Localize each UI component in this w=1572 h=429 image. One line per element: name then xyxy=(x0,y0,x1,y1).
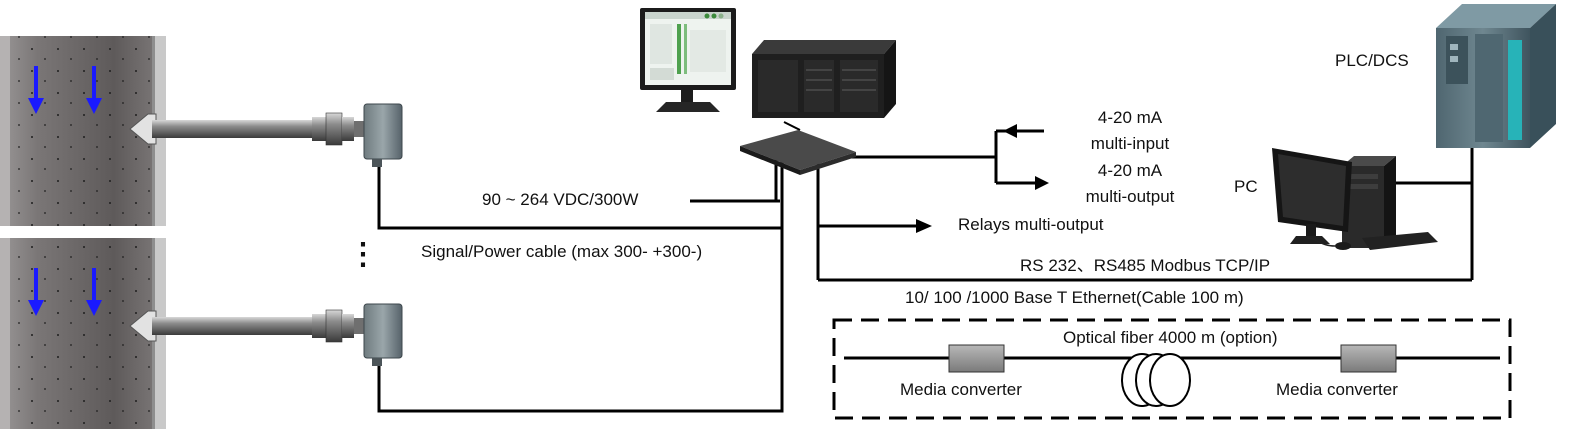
flow-arrow-icon xyxy=(28,66,44,114)
flow-arrow-icon xyxy=(28,268,44,316)
analog-input-label-2: multi-input xyxy=(1090,134,1170,153)
relays-label: Relays multi-output xyxy=(958,215,1104,234)
plc-label: PLC/DCS xyxy=(1335,51,1409,70)
probe-upper xyxy=(129,103,403,167)
desktop-pc-icon xyxy=(1272,148,1438,250)
optical-fiber-label: Optical fiber 4000 m (option) xyxy=(1063,328,1278,347)
pc-label: PC xyxy=(1234,177,1258,196)
signal-cables xyxy=(377,138,784,413)
monitor-icon xyxy=(640,8,736,112)
media-converter-right-label: Media converter xyxy=(1276,380,1398,399)
ellipsis-more-sensors: ⋮ xyxy=(348,238,378,271)
io-arrow-heads xyxy=(916,124,1049,233)
media-converter-icon xyxy=(948,344,1005,373)
network-switch-icon xyxy=(740,130,856,175)
plc-icon xyxy=(1436,4,1556,148)
analog-output-label-1: 4-20 mA xyxy=(1097,161,1163,180)
analog-input-label-1: 4-20 mA xyxy=(1097,108,1163,127)
ethernet-label: 10/ 100 /1000 Base T Ethernet(Cable 100 … xyxy=(905,288,1244,307)
serial-protocols-label: RS 232、RS485 Modbus TCP/IP xyxy=(1020,256,1271,275)
power-label: 90 ~ 264 VDC/300W xyxy=(482,190,639,209)
signal-cable-label: Signal/Power cable (max 300- +300-) xyxy=(421,242,703,261)
wall-lower xyxy=(0,238,166,429)
industrial-pc-icon xyxy=(752,40,896,118)
flow-arrow-icon xyxy=(86,268,102,316)
pc-to-switch-cable xyxy=(783,121,801,131)
analog-output-label-2: multi-output xyxy=(1085,187,1175,206)
wall-upper xyxy=(0,36,166,226)
probe-lower xyxy=(129,303,403,366)
fiber-coil-icon xyxy=(1121,353,1191,407)
flow-arrow-icon xyxy=(86,66,102,114)
media-converter-icon xyxy=(1340,344,1397,373)
relay-and-io-lines xyxy=(816,129,1474,282)
media-converter-left-label: Media converter xyxy=(900,380,1022,399)
